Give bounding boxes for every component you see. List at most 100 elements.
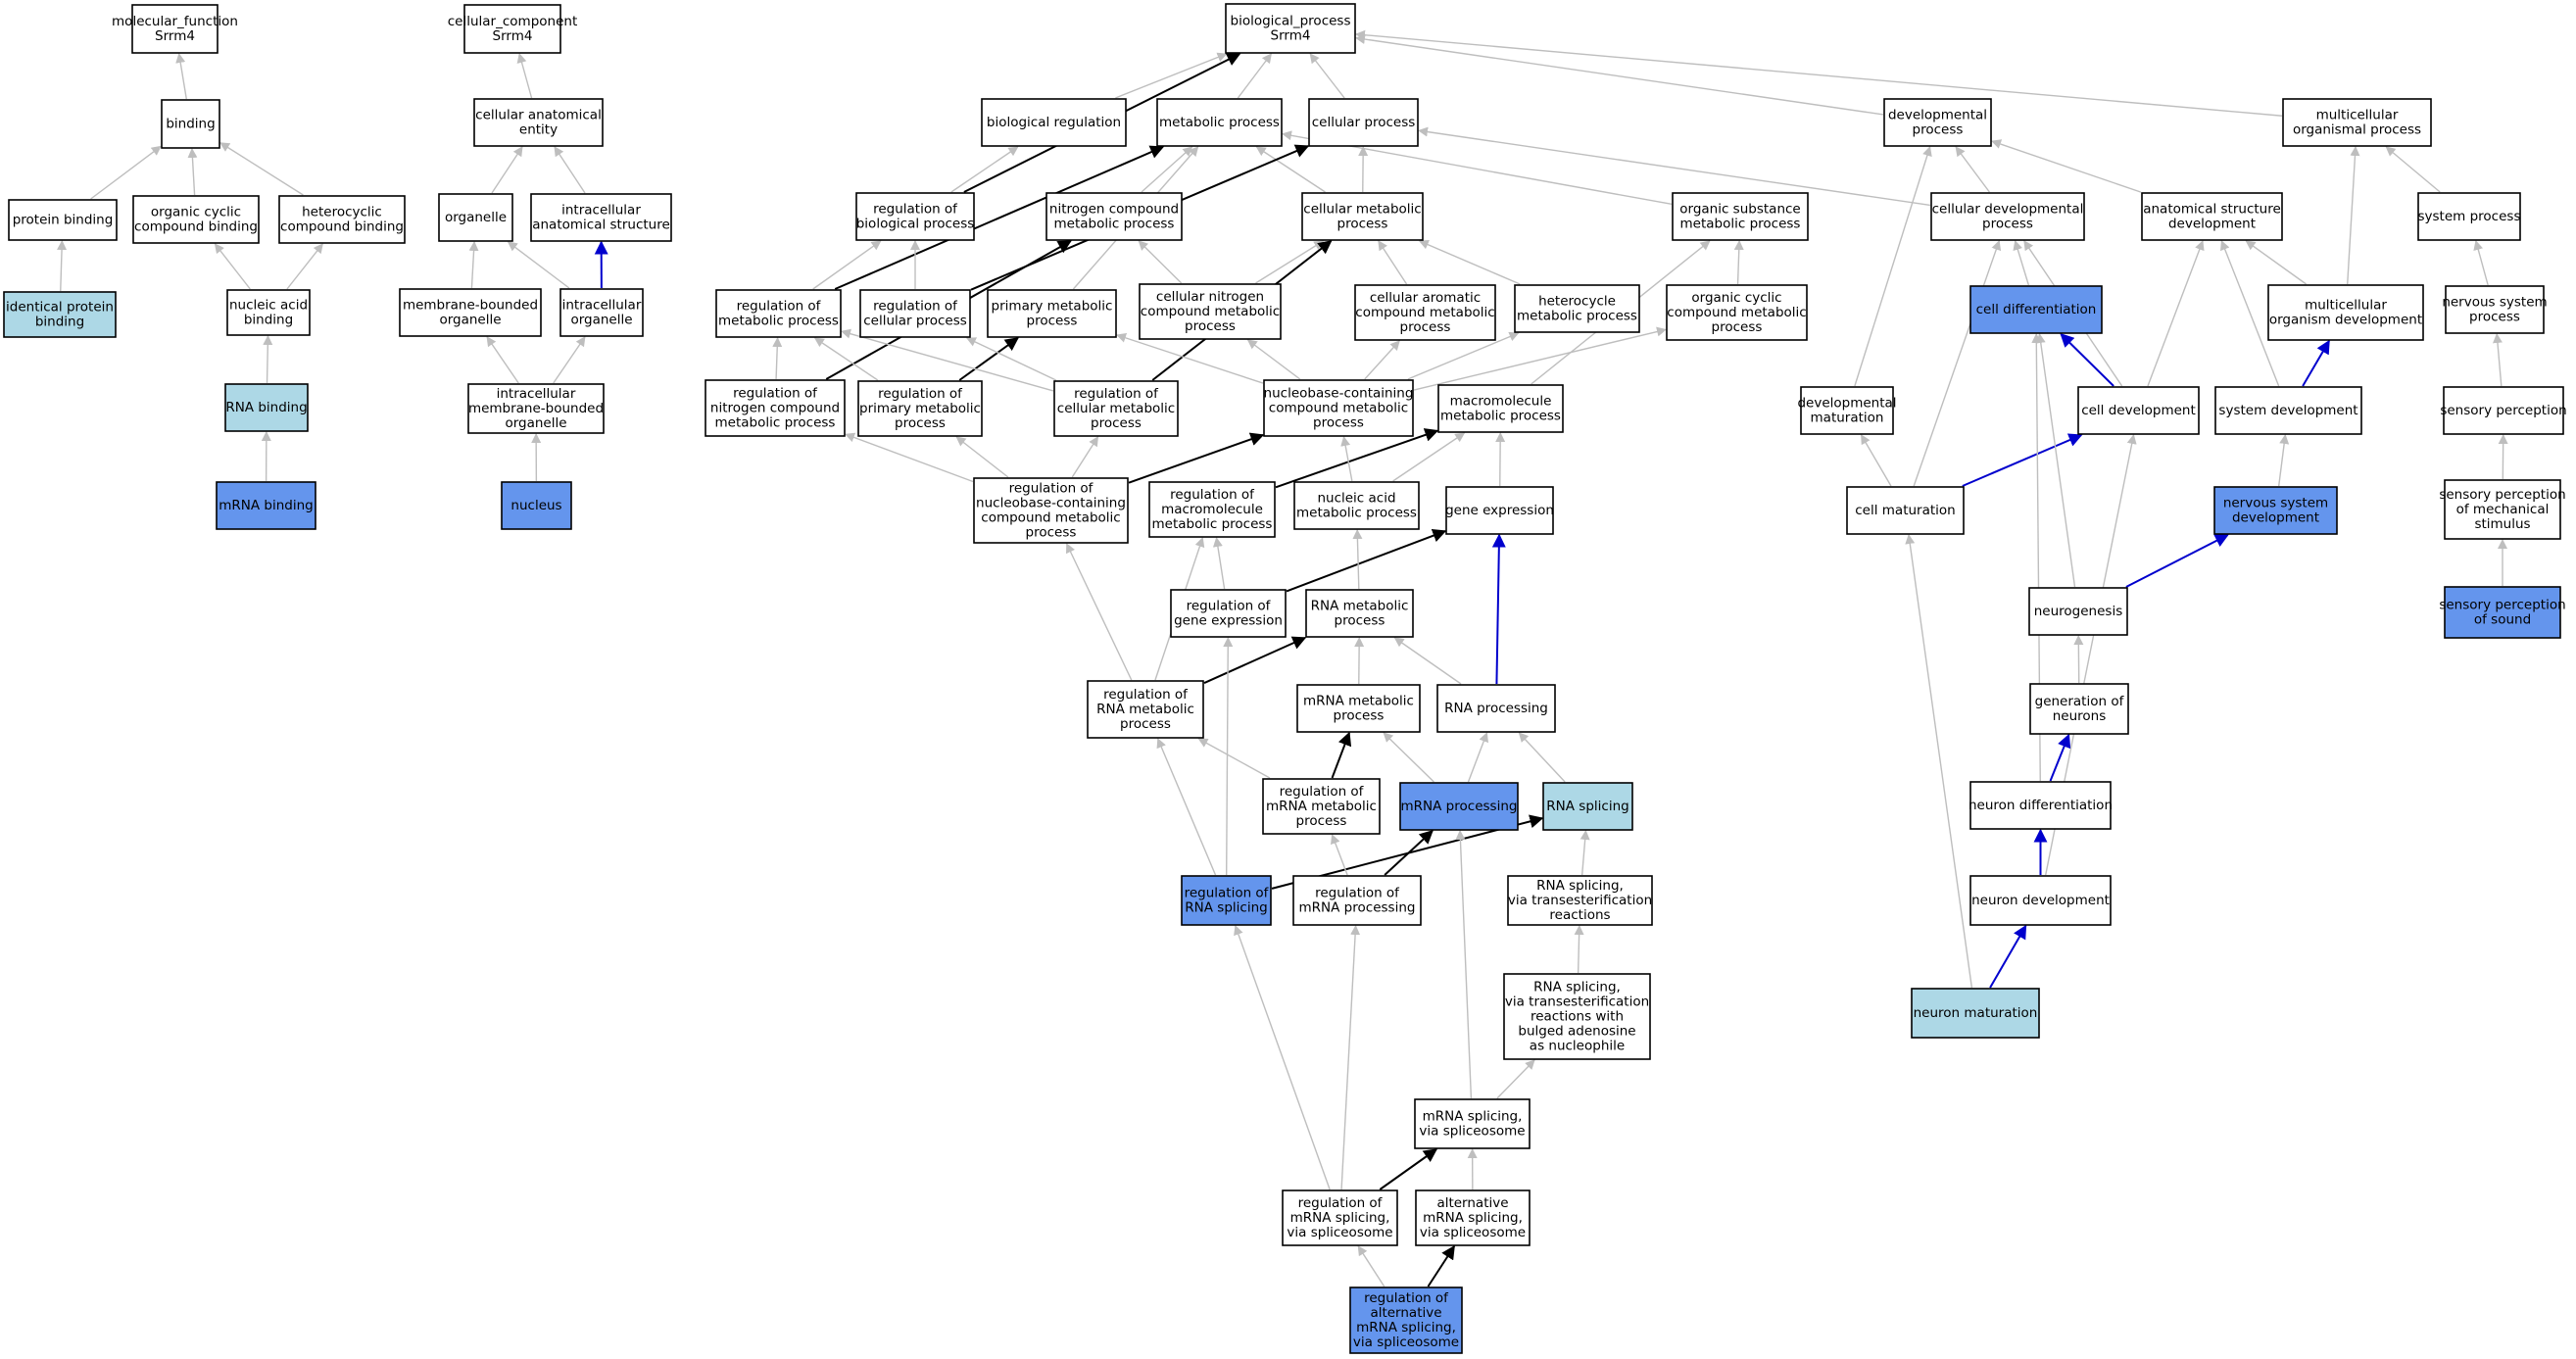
go-term-node-rna_splicing_trans[interactable]: RNA splicing,via transesterificationreac…: [1507, 875, 1653, 926]
go-term-node-cell_differentiation[interactable]: cell differentiation: [1969, 285, 2103, 334]
go-term-node-system_development[interactable]: system development: [2214, 386, 2362, 435]
go-term-node-gene_expression[interactable]: gene expression: [1445, 486, 1554, 535]
go-term-node-cell_maturation[interactable]: cell maturation: [1846, 486, 1965, 535]
node-label-line: development: [2232, 510, 2319, 526]
go-term-node-neuron_development[interactable]: neuron development: [1969, 875, 2112, 926]
node-label-line: process: [1296, 813, 1347, 829]
go-term-node-rna_splicing_trans_bulged[interactable]: RNA splicing,via transesterificationreac…: [1503, 973, 1651, 1060]
go-term-node-rna_processing[interactable]: RNA processing: [1436, 684, 1556, 733]
go-term-node-cell_development[interactable]: cell development: [2077, 386, 2200, 435]
go-term-node-nucleus[interactable]: nucleus: [501, 481, 572, 530]
edge-binding-is_a-mf: [175, 53, 187, 100]
go-term-node-rna_binding[interactable]: RNA binding: [224, 383, 309, 432]
go-term-node-reg_nucleobase_cmp[interactable]: regulation ofnucleobase-containingcompou…: [973, 477, 1129, 544]
node-label-line: reactions: [1549, 907, 1610, 923]
edge-layer: [57, 29, 2508, 1287]
node-box: [1415, 1189, 1531, 1246]
node-box: [987, 289, 1117, 338]
node-label-line: reactions with: [1531, 1009, 1624, 1025]
edge-reg_nucleobase_cmp-is_a-reg_cellular_mp: [1071, 436, 1099, 478]
node-box: [1262, 778, 1381, 835]
edge-nucleobase_cmp-is_a-cellular_nitrogen_cmp: [1246, 339, 1301, 380]
go-term-node-protein_binding[interactable]: protein binding: [8, 199, 118, 241]
node-box: [1263, 379, 1414, 437]
go-term-node-neuron_differentiation[interactable]: neuron differentiation: [1968, 781, 2113, 830]
node-label-line: process: [1400, 319, 1451, 335]
go-term-node-system_process[interactable]: system process: [2417, 192, 2521, 241]
go-term-node-rna_splicing[interactable]: RNA splicing: [1542, 782, 1633, 831]
go-term-node-bio_regulation[interactable]: biological regulation: [981, 98, 1127, 147]
node-label-line: regulation of: [873, 202, 958, 218]
node-label-line: alternative: [1370, 1305, 1441, 1321]
node-box: [715, 289, 842, 338]
edge-nitrogen_compound_mp-is_a-metabolic_process: [1141, 146, 1193, 193]
go-term-node-cellular_process[interactable]: cellular process: [1308, 98, 1419, 147]
go-term-node-mrna_splicing_spliceosome[interactable]: mRNA splicing,via spliceosome: [1414, 1098, 1531, 1149]
go-term-node-metabolic_process[interactable]: metabolic process: [1156, 98, 1283, 147]
go-term-node-neurogenesis[interactable]: neurogenesis: [2028, 587, 2128, 636]
go-term-node-sensory_perception[interactable]: sensory perception: [2440, 386, 2567, 435]
edge-reg_rna_splicing-is_a-reg_gene_expression: [1223, 637, 1234, 876]
node-box: [2443, 386, 2564, 435]
go-term-node-mrna_binding[interactable]: mRNA binding: [216, 481, 316, 530]
go-term-node-neuron_maturation[interactable]: neuron maturation: [1911, 988, 2040, 1039]
node-label-line: cellular process: [863, 314, 967, 329]
node-box: [1305, 589, 1414, 638]
go-term-node-mrna_processing[interactable]: mRNA processing: [1399, 782, 1519, 831]
go-term-node-organelle[interactable]: organelle: [438, 193, 513, 242]
node-label-line: metabolic process: [1159, 115, 1280, 130]
go-term-node-binding[interactable]: binding: [161, 99, 220, 149]
